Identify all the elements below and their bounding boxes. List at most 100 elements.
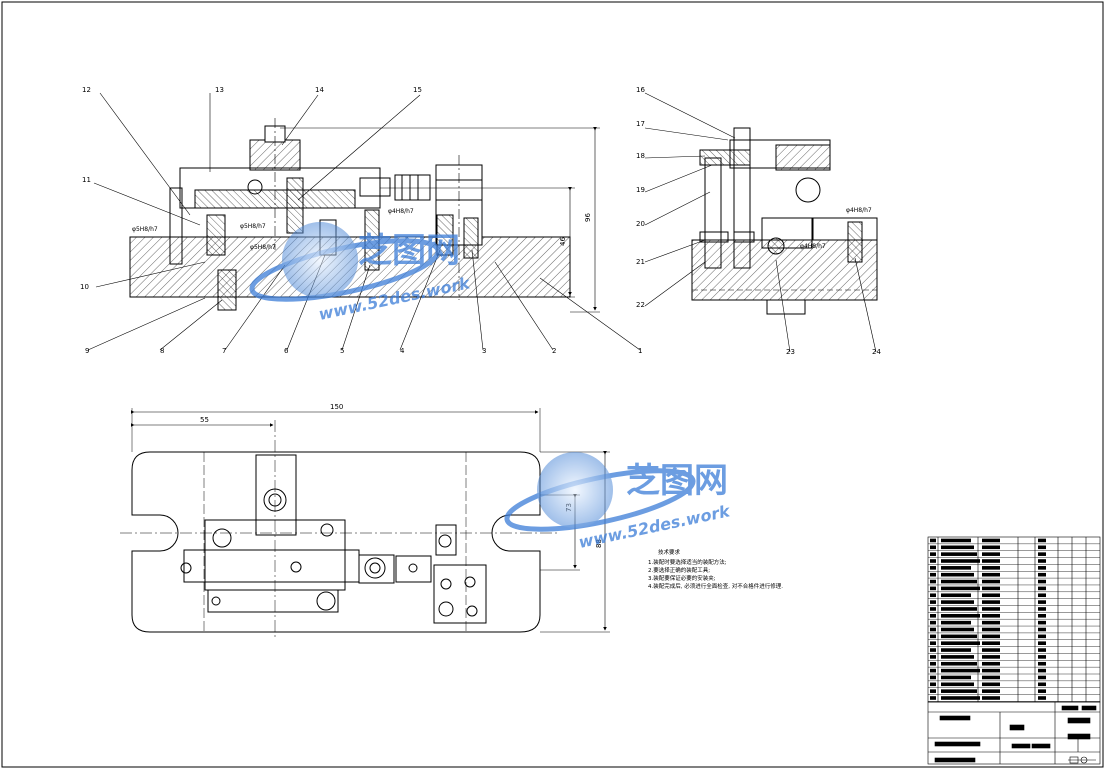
- dim-96: 96: [584, 213, 592, 222]
- parts-cell-text: [930, 572, 936, 577]
- parts-cell-text: [982, 627, 1000, 632]
- parts-cell-text: [941, 572, 974, 577]
- parts-cell-text: [930, 593, 936, 598]
- parts-cell-text: [941, 627, 974, 632]
- parts-list-rows: [928, 538, 1100, 702]
- parts-cell-text: [1038, 552, 1046, 556]
- parts-cell-text: [982, 648, 1000, 652]
- parts-cell-text: [930, 655, 936, 659]
- parts-cell-text: [941, 586, 980, 591]
- parts-cell-text: [982, 566, 1000, 570]
- balloon-4: 4: [400, 347, 405, 355]
- parts-cell-text: [941, 593, 971, 598]
- parts-cell-text: [982, 559, 1000, 563]
- balloon-21: 21: [636, 258, 645, 266]
- parts-cell-text: [982, 675, 1000, 680]
- parts-cell-text: [941, 559, 980, 563]
- parts-cell-text: [1038, 627, 1046, 632]
- parts-cell-text: [982, 593, 1000, 598]
- parts-cell-text: [930, 627, 936, 632]
- tech-note-2: 2.要选择正确的装配工具;: [648, 566, 710, 574]
- balloon-labels-side: 16 17 18 19 20 21 22 23 24: [636, 86, 881, 356]
- balloon-22: 22: [636, 301, 645, 309]
- parts-cell-text: [1038, 559, 1046, 563]
- parts-cell-text: [930, 648, 936, 652]
- parts-cell-text: [941, 634, 977, 639]
- tech-note-4: 4.装配完成后, 必须进行全面检查, 对不合格件进行修理.: [648, 582, 783, 590]
- leader-lines: [87, 92, 877, 353]
- parts-cell-text: [941, 545, 974, 550]
- parts-cell-text: [982, 620, 1000, 625]
- parts-cell-text: [930, 668, 936, 673]
- parts-cell-text: [941, 648, 971, 652]
- parts-cell-text: [1038, 586, 1046, 591]
- parts-cell-text: [930, 661, 936, 666]
- balloon-9: 9: [85, 347, 89, 355]
- parts-cell-text: [941, 538, 971, 543]
- parts-cell-text: [1038, 566, 1046, 570]
- parts-cell-text: [930, 545, 936, 550]
- parts-cell-text: [941, 682, 974, 687]
- parts-cell-text: [941, 552, 977, 556]
- parts-cell-text: [1038, 655, 1046, 659]
- parts-cell-text: [930, 538, 936, 543]
- parts-cell-text: [1038, 614, 1046, 618]
- parts-cell-text: [941, 600, 974, 604]
- parts-cell-text: [982, 586, 1000, 591]
- parts-cell-text: [941, 675, 971, 680]
- parts-cell-text: [930, 607, 936, 611]
- title-block: [927, 701, 1101, 765]
- parts-cell-text: [930, 634, 936, 639]
- parts-cell-text: [982, 668, 1000, 673]
- parts-cell-text: [982, 579, 1000, 584]
- balloon-18: 18: [636, 152, 645, 160]
- side-view: [691, 127, 878, 315]
- parts-cell-text: [1038, 579, 1046, 584]
- parts-cell-text: [941, 668, 980, 673]
- balloon-19: 19: [636, 186, 645, 194]
- balloon-24: 24: [872, 348, 881, 356]
- dim-55: 55: [200, 416, 209, 424]
- balloon-2: 2: [552, 347, 556, 355]
- balloon-7: 7: [222, 347, 226, 355]
- parts-cell-text: [1038, 696, 1046, 700]
- parts-cell-text: [930, 696, 936, 700]
- balloon-17: 17: [636, 120, 645, 128]
- parts-cell-text: [1038, 538, 1046, 543]
- fit-label-1: φ5H8/h7: [132, 226, 158, 233]
- parts-cell-text: [1038, 675, 1046, 680]
- parts-cell-text: [941, 579, 977, 584]
- parts-cell-text: [982, 545, 1000, 550]
- tech-note-1: 1.装配时要选择适当的装配方法;: [648, 558, 727, 566]
- balloon-1: 1: [638, 347, 642, 355]
- balloon-15: 15: [413, 86, 422, 94]
- balloon-11: 11: [82, 176, 91, 184]
- parts-cell-text: [982, 696, 1000, 700]
- parts-cell-text: [982, 661, 1000, 666]
- parts-cell-text: [930, 552, 936, 556]
- fit-label-6: φ4H8/h7: [846, 207, 872, 214]
- parts-cell-text: [982, 552, 1000, 556]
- parts-cell-text: [1038, 620, 1046, 625]
- parts-cell-text: [941, 689, 977, 693]
- parts-cell-text: [1038, 661, 1046, 666]
- front-view: [129, 118, 600, 313]
- parts-cell-text: [930, 600, 936, 604]
- parts-cell-text: [941, 566, 971, 570]
- parts-cell-text: [930, 566, 936, 570]
- parts-cell-text: [1038, 689, 1046, 693]
- parts-cell-text: [930, 559, 936, 563]
- parts-cell-text: [1038, 668, 1046, 673]
- balloon-13: 13: [215, 86, 224, 94]
- tech-notes-title: 技术要求: [658, 548, 681, 556]
- dim-150: 150: [330, 403, 343, 411]
- parts-cell-text: [982, 641, 1000, 645]
- fit-label-5: φ4H8/h7: [800, 243, 826, 250]
- balloon-labels-front: 12 13 14 15 11 10 9 8 7 6 5 4 3 2 1: [80, 86, 642, 355]
- parts-cell-text: [930, 586, 936, 591]
- parts-cell-text: [930, 682, 936, 687]
- parts-cell-text: [982, 634, 1000, 639]
- parts-cell-text: [982, 689, 1000, 693]
- balloon-12: 12: [82, 86, 91, 94]
